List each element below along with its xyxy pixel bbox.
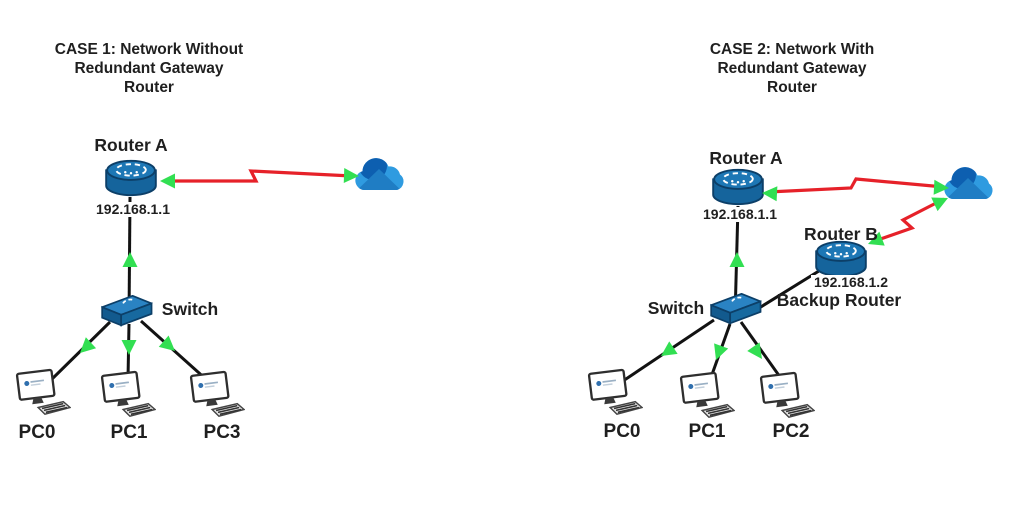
case1-pc1-icon — [100, 369, 157, 426]
desktop-pc-icon — [100, 370, 157, 418]
case2-link-routerB-cloud — [871, 197, 945, 244]
desktop-pc-icon — [587, 368, 644, 416]
case1-switch-icon — [93, 292, 155, 335]
case2-switch-icon — [702, 290, 764, 333]
case1-arrow-up-to-routerA — [122, 252, 138, 267]
case2-pc2-icon — [759, 370, 816, 427]
router-icon — [712, 168, 764, 206]
case1-internet-cloud-icon — [352, 157, 408, 202]
case1-switch-label: Switch — [161, 299, 219, 319]
desktop-pc-icon — [679, 371, 736, 419]
case2-router-a-label: Router A — [709, 148, 783, 168]
case2-internet-cloud-icon — [941, 166, 997, 211]
case1-router-a-icon — [104, 157, 158, 204]
case1-pc1-label: PC1 — [110, 422, 148, 443]
case1-pc3-icon — [189, 369, 246, 426]
case1-link-router-cloud — [166, 169, 353, 183]
case2-arrow-to-pc2 — [747, 342, 762, 359]
case1-arrow-to-routerA-wan — [160, 173, 175, 189]
case2-arrow-to-pc1 — [714, 343, 729, 360]
case1-pc0-icon — [15, 367, 72, 424]
case1-arrow-to-pc0 — [80, 337, 97, 353]
cloud-icon — [944, 167, 993, 200]
case2-router-b-label: Router B — [804, 224, 878, 244]
case2-pc1-label: PC1 — [688, 421, 726, 442]
router-icon — [815, 240, 867, 278]
case1-router-a-label: Router A — [94, 135, 168, 155]
cloud-icon — [355, 158, 404, 191]
case2-pc0-icon — [587, 367, 644, 424]
case2-title: CASE 2: Network With Redundant Gateway R… — [709, 41, 875, 96]
case2-router-b-icon — [814, 238, 868, 285]
case1-links — [47, 196, 210, 384]
router-icon — [105, 159, 157, 197]
case2-arrow-up-to-routerA — [729, 252, 745, 267]
case2-pc0-label: PC0 — [603, 421, 641, 442]
case2-router-a-ip: 192.168.1.1 — [700, 206, 780, 223]
switch-icon — [710, 292, 762, 325]
case2-link-routerA-cloud — [767, 177, 945, 194]
case1-pc3-label: PC3 — [203, 422, 241, 443]
case2-pc2-label: PC2 — [772, 421, 810, 442]
case1-arrow-to-pc3 — [158, 335, 175, 351]
case2-pc1-icon — [679, 370, 736, 427]
case2-switch-label: Switch — [647, 298, 705, 318]
case2-router-b-role-label: Backup Router — [776, 290, 902, 310]
case2-arrow-to-pc0 — [661, 341, 678, 356]
desktop-pc-icon — [759, 371, 816, 419]
desktop-pc-icon — [15, 368, 72, 416]
case1-title: CASE 1: Network Without Redundant Gatewa… — [54, 41, 244, 96]
case1-pc0-label: PC0 — [18, 422, 56, 443]
case1-arrow-to-pc1 — [121, 340, 137, 355]
case1-router-a-ip: 192.168.1.1 — [93, 201, 173, 218]
case2-router-b-ip: 192.168.1.2 — [811, 274, 891, 291]
desktop-pc-icon — [189, 370, 246, 418]
switch-icon — [101, 294, 153, 327]
